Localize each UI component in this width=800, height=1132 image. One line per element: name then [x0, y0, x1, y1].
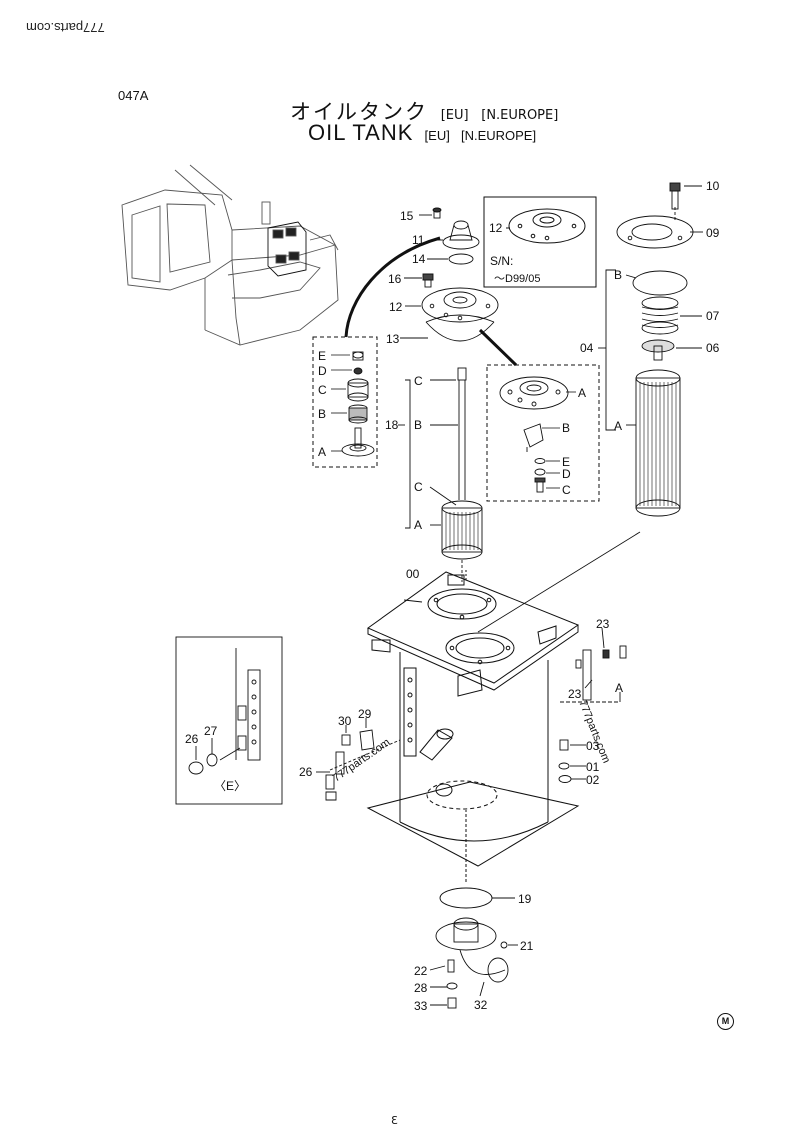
- callout-33: 33: [414, 999, 428, 1013]
- page-code: 047A: [118, 88, 149, 103]
- callout-22: 22: [414, 964, 428, 978]
- callout-07: 07: [706, 309, 720, 323]
- callout-18: 18: [385, 418, 399, 432]
- title-en-tag-eu: [EU]: [424, 128, 450, 143]
- detail-left-label-b: B: [318, 407, 326, 421]
- detail-left-label-d: D: [318, 364, 327, 378]
- detail-right-label-a: A: [578, 386, 586, 400]
- callout-18-a: A: [414, 518, 422, 532]
- callout-26: 26: [299, 765, 313, 779]
- callout-09: 09: [706, 226, 720, 240]
- m-circle-symbol: M: [717, 1013, 734, 1030]
- callout-10: 10: [706, 179, 720, 193]
- title-jp-tag-region: [N.EUROPE]: [481, 108, 559, 123]
- detail-e-callout-26: 26: [185, 732, 199, 746]
- detail-box-e: [175, 636, 283, 805]
- sn-label: S/N:: [490, 254, 513, 268]
- title-en-text: OIL TANK: [308, 120, 414, 145]
- detail-e-callout-27: 27: [204, 724, 218, 738]
- page-footer-mark: Ɛ: [391, 1114, 398, 1127]
- callout-labels: 10 09 B 07 04 06 A 15 11 14 16 12 13 C 1…: [185, 179, 720, 1013]
- title-english: OIL TANK [EU] [N.EUROPE]: [308, 120, 536, 146]
- detail-right-label-c: C: [562, 483, 571, 497]
- detail-right-label-e: E: [562, 455, 570, 469]
- drain-elbow-assembly: [429, 887, 518, 1009]
- detail-right-label-b: B: [562, 421, 570, 435]
- sn-detail-box: [483, 196, 597, 288]
- detail-e-caption: 〈E〉: [214, 779, 246, 793]
- tank-cover-flange: [400, 273, 499, 342]
- detail-left-label-e: E: [318, 349, 326, 363]
- title-jp-text: オイルタンク: [290, 100, 428, 124]
- title-en-tag-region: [N.EUROPE]: [460, 128, 537, 143]
- callout-14: 14: [412, 252, 426, 266]
- title-japanese: オイルタンク [EU] [N.EUROPE]: [290, 96, 558, 126]
- detail-left-label-c: C: [318, 383, 327, 397]
- callout-06: 06: [706, 341, 720, 355]
- detail-right-label-d: D: [562, 467, 571, 481]
- detail-box-left: [312, 236, 441, 468]
- callout-04-b: B: [614, 268, 622, 282]
- detail-left-label-a: A: [318, 445, 326, 459]
- callout-23-mid: 23: [568, 687, 582, 701]
- callout-18-b: B: [414, 418, 422, 432]
- callout-30: 30: [338, 714, 352, 728]
- callout-13: 13: [386, 332, 400, 346]
- diagonal-watermark-right: 777parts.com: [576, 699, 612, 765]
- sn-value: ～D99/05: [494, 273, 540, 285]
- callout-21: 21: [520, 939, 534, 953]
- suction-strainer-assembly: [398, 367, 483, 582]
- callout-16: 16: [388, 272, 402, 286]
- callout-12: 12: [389, 300, 403, 314]
- breather-cap-assembly: [419, 207, 480, 265]
- callout-03: 03: [586, 739, 600, 753]
- hose-clamp-parts: [316, 718, 401, 801]
- callout-32: 32: [474, 998, 488, 1012]
- callout-04: 04: [580, 341, 594, 355]
- callout-23-top: 23: [596, 617, 610, 631]
- callout-01: 01: [586, 760, 600, 774]
- sn-part-number: 12: [489, 221, 503, 235]
- callout-02: 02: [586, 773, 600, 787]
- title-jp-tag-eu: [EU]: [440, 108, 469, 123]
- side-bracket-parts: [558, 627, 627, 783]
- callout-28: 28: [414, 981, 428, 995]
- callout-00: 00: [406, 567, 420, 581]
- callout-18-c1: C: [414, 374, 423, 388]
- detail-box-right: [478, 328, 600, 502]
- callout-23-a: A: [615, 681, 623, 695]
- callout-04-a: A: [614, 419, 622, 433]
- callout-29: 29: [358, 707, 372, 721]
- return-filter-assembly: [477, 182, 703, 633]
- callout-18-c2: C: [414, 480, 423, 494]
- callout-19: 19: [518, 892, 532, 906]
- callout-11: 11: [412, 233, 425, 247]
- callout-15: 15: [400, 209, 414, 223]
- oil-tank-body: [366, 570, 580, 882]
- excavator-illustration: [121, 164, 339, 346]
